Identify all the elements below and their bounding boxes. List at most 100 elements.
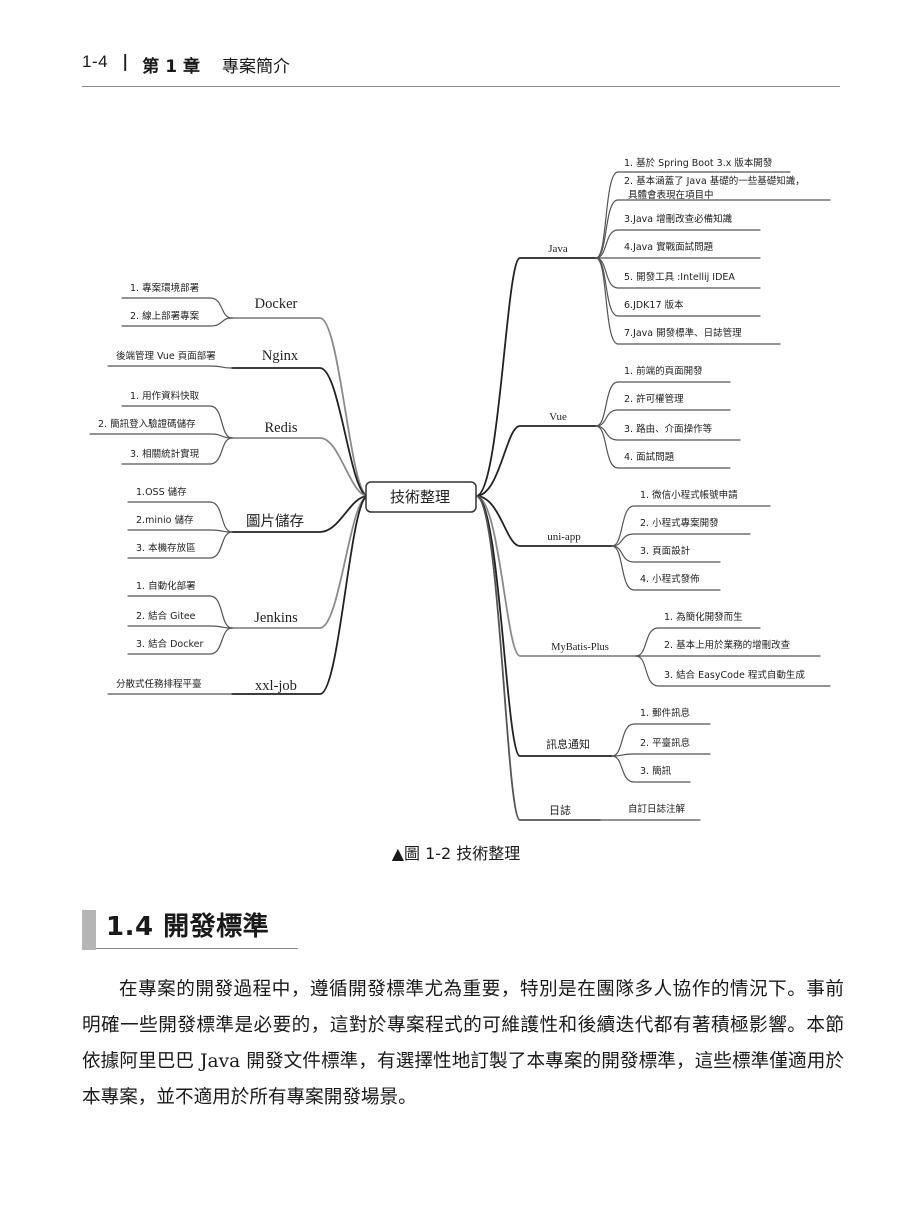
mindmap-leaf-label: 4. 小程式發佈 [640,573,700,585]
section-title: 1.4 開發標準 [106,912,270,942]
mindmap-leaf-label: 2. 平臺訊息 [640,737,690,749]
mindmap-branch-label: Vue [549,411,567,423]
page-header: 1-4 | 第 1 章 專案簡介 [82,52,840,87]
mindmap-leaf-line [611,545,721,591]
mindmap-leaf-line [595,425,731,469]
mindmap-leaf-line [611,755,691,783]
mindmap-leaf-label: 2. 基本涵蓋了 Java 基礎的一些基礎知識， [624,175,805,187]
mindmap-leaf-line [127,625,233,629]
mindmap-leaf-label: 分散式任務排程平臺 [116,678,202,690]
mindmap-leaf-line [595,229,761,259]
mindmap-branch-label: uni-app [547,531,581,543]
mindmap-leaf-line [635,655,831,687]
mindmap-branch-label: Jenkins [254,610,298,626]
mindmap-leaf-label: 1. 自動化部署 [136,580,196,592]
mindmap-branch-label: Nginx [262,348,299,364]
chapter-title: 專案簡介 [221,57,290,77]
mindmap-branch-label: MyBatis-Plus [551,642,609,653]
mindmap-leaf-label: 6.JDK17 版本 [624,299,684,311]
figure-caption: ▲圖 1-2 技術整理 [391,844,521,863]
page-number: 1-4 [82,52,109,71]
mindmap-leaf-line [127,627,233,655]
mindmap-leaf-line [595,409,731,427]
mindmap-leaf-label: 具體會表現在項目中 [628,189,714,201]
mindmap-leaf-label: 2. 線上部署專案 [130,310,200,322]
mindmap-leaf-label: 1. 微信小程式帳號申請 [640,489,738,501]
mindmap-leaf-label: 1.OSS 儲存 [136,486,187,498]
mindmap-leaf-label: 後端管理 Vue 頁面部署 [116,350,216,362]
mindmap-branch-line [231,495,369,695]
mindmap-diagram: Docker 1. 專案環境部署 2. 線上部署專案 Nginx 後端管理 Vue 頁面… [89,157,831,821]
mindmap-leaf-label: 3.Java 增刪改查必備知識 [624,213,733,225]
mindmap-root-label: 技術整理 [390,488,450,506]
mindmap-leaf-label: 3. 相關統計實現 [130,448,200,460]
mindmap-leaf-line [89,433,233,439]
mindmap-branch-label: Redis [264,420,297,436]
mindmap-leaf-label: 4. 面試問題 [624,451,675,463]
mindmap-leaf-label: 2. 結合 Gitee [136,610,196,622]
mindmap-leaf-label: 自訂日誌注解 [628,803,686,815]
mindmap-leaf-label: 1. 專案環境部署 [130,282,199,294]
mindmap-leaf-label: 3. 結合 Docker [136,638,203,650]
mindmap-branch-line [231,495,369,533]
mindmap-leaf-line [127,529,233,533]
mindmap-branch-line [475,495,637,657]
mindmap-branch-label: Java [548,243,568,255]
mindmap-leaf-line [611,723,711,757]
mindmap-leaf-line [611,753,711,757]
mindmap-branch-label: xxl-job [255,678,297,694]
mindmap-labels: Docker 1. 專案環境部署 2. 線上部署專案 Nginx 後端管理 Vue 頁面… [98,157,805,817]
chapter-number: 第 1 章 [142,57,200,77]
mindmap-branch-line [475,495,601,821]
mindmap-leaf-label: 2.minio 儲存 [136,514,194,526]
mindmap-leaf-label: 5. 開發工具 :Intellij IDEA [624,271,735,283]
mindmap-branch-label: 日誌 [549,803,571,817]
mindmap-leaf-label: 3. 路由、介面操作等 [624,423,713,435]
mindmap-leaf-label: 1. 用作資料快取 [130,390,200,402]
mindmap-leaf-label: 3. 頁面設計 [640,545,691,557]
mindmap-leaf-line [595,199,831,259]
mindmap-leaf-label: 2. 小程式專案開發 [640,517,719,529]
section-heading: 1.4 開發標準 [82,906,298,950]
mindmap-leaf-line [107,365,233,369]
mindmap-root-box [365,481,477,513]
mindmap-leaf-line [611,505,771,547]
mindmap-leaf-label: 3. 簡訊 [640,765,672,777]
mindmap-leaf-line [595,257,781,345]
mindmap-leaf-label: 1. 郵件訊息 [640,707,690,719]
mindmap-branch-label: 圖片儲存 [246,513,304,530]
mindmap-branch-line [231,367,369,497]
mindmap-branch-line [475,425,597,497]
mindmap-leaf-line [595,381,731,427]
mindmap-branch-line [231,495,369,629]
mindmap-leaf-label: 2. 基本上用於業務的增刪改查 [664,639,791,651]
mindmap-leaf-line [121,317,233,327]
section-marker [82,910,96,950]
mindmap-leaf-label: 1. 前端的頁面開發 [624,365,703,377]
mindmap-leaf-label: 2. 簡訊登入驗證碼儲存 [98,418,196,430]
mindmap-leaf-label: 1. 基於 Spring Boot 3.x 版本開發 [624,157,773,169]
mindmap-leaf-line [121,437,233,465]
mindmap-leaf-line [635,627,761,657]
body-paragraph: 在專案的開發過程中，遵循開發標準尤為重要，特別是在團隊多人協作的情況下。事前明確… [82,979,844,1108]
mindmap-branch-label: Docker [255,296,298,312]
mindmap-leaf-line [121,297,233,319]
mindmap-leaf-label: 2. 許可權管理 [624,393,684,405]
mindmap-branch-line [475,495,613,757]
mindmap-leaf-line [127,501,233,533]
mindmap-branch-line [231,317,369,497]
mindmap-leaf-line [595,171,791,259]
mindmap-leaf-label: 1. 為簡化開發而生 [664,611,743,623]
mindmap-leaf-line [611,533,751,547]
mindmap-leaf-line [127,595,233,629]
mindmap-branch-line [231,437,369,497]
mindmap-connectors [89,171,831,821]
mindmap-branch-line [475,257,597,497]
mindmap-leaf-label: 7.Java 開發標準、日誌管理 [624,327,742,339]
mindmap-leaf-label: 4.Java 實戰面試問題 [624,241,714,253]
mindmap-branch-line [475,495,613,547]
mindmap-leaf-line [127,531,233,559]
mindmap-branch-label: 訊息通知 [546,737,590,751]
mindmap-leaf-label: 3. 本機存放區 [136,542,196,554]
mindmap-leaf-line [121,405,233,439]
